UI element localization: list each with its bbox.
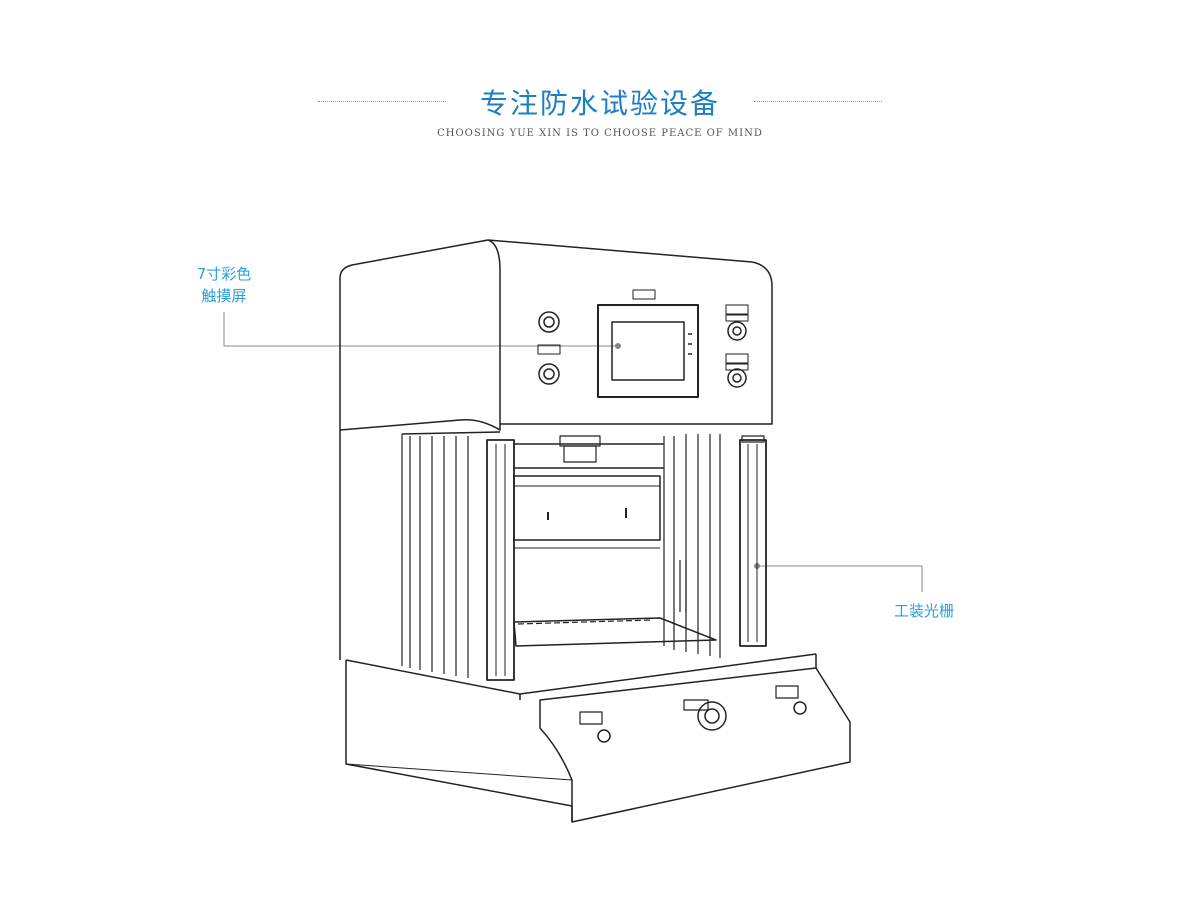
title-dots-left — [318, 101, 446, 102]
callout-touchscreen-line2: 触摸屏 — [201, 287, 247, 305]
upper-knobs — [537, 304, 749, 388]
base-controls — [579, 685, 807, 743]
callout-touchscreen-line1: 7寸彩色 — [196, 265, 252, 283]
leader-lines — [223, 312, 923, 592]
fixture-tray — [513, 560, 717, 647]
page-subtitle: CHOOSING YUE XIN IS TO CHOOSE PEACE OF M… — [437, 128, 763, 139]
title-dots-right — [754, 101, 882, 102]
left-frame — [401, 431, 515, 681]
touchscreen — [597, 289, 699, 398]
callout-light-curtain: 工装光栅 — [893, 602, 954, 620]
callout-touchscreen: 7寸彩色 触摸屏 — [186, 263, 262, 307]
base-table — [345, 653, 851, 823]
press-head — [513, 435, 664, 549]
page-title: 专注防水试验设备 — [479, 87, 720, 120]
upper-cabinet — [339, 239, 773, 660]
right-frame — [663, 434, 767, 658]
